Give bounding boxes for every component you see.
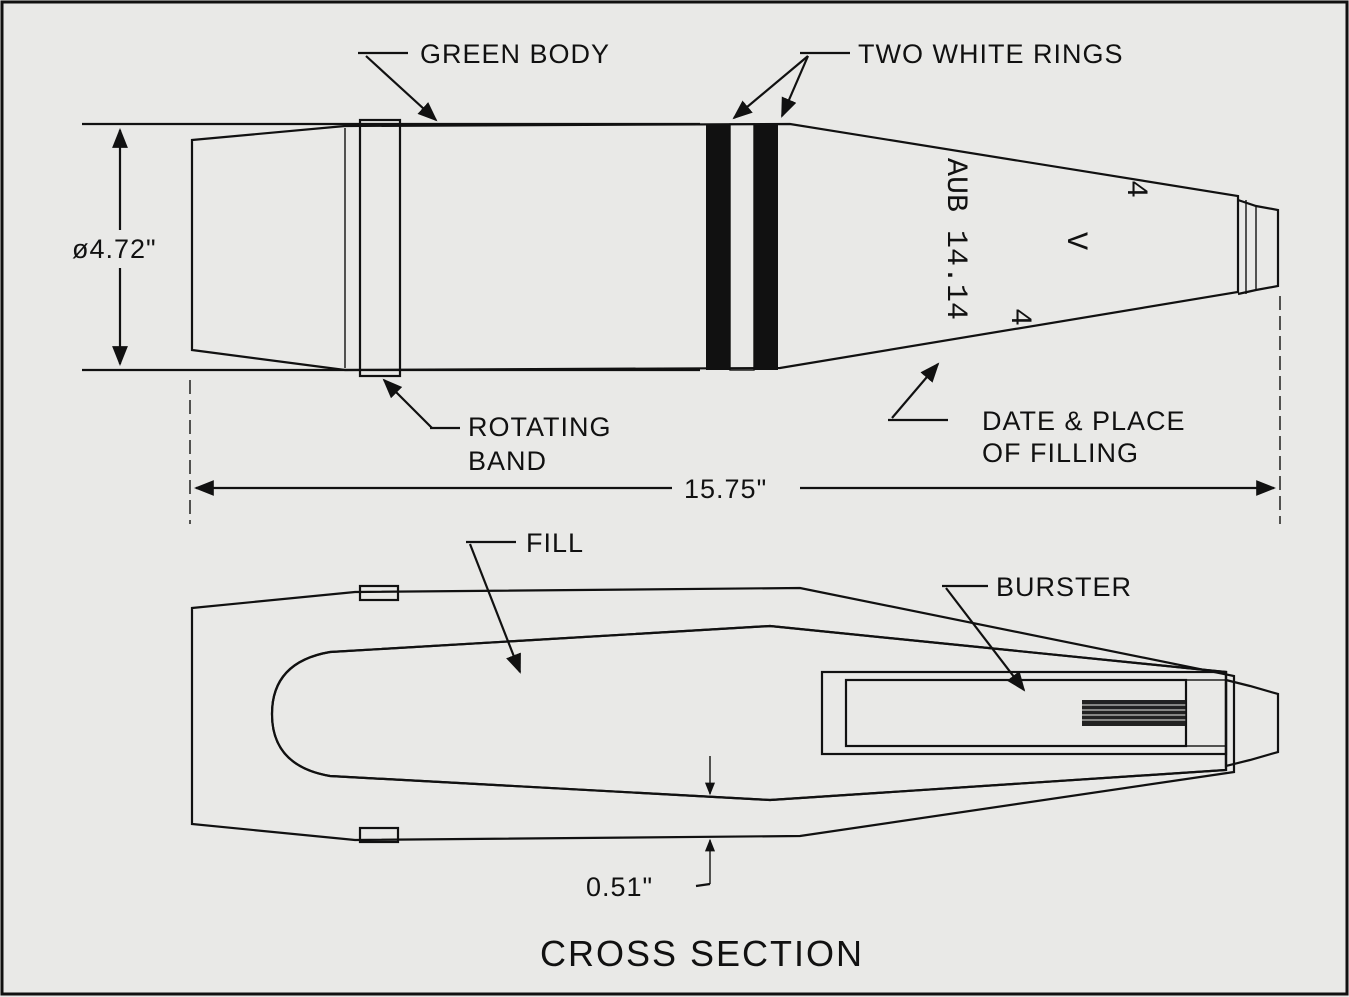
fuze-tip — [1237, 198, 1280, 296]
marking-middle: V — [1058, 232, 1092, 250]
marking-bottom: 4 — [1002, 308, 1036, 326]
fill-code-marking: AUB 14.14 — [938, 158, 972, 320]
casing-wall — [190, 586, 1236, 842]
diameter-label: ø4.72" — [72, 234, 157, 264]
rotating-band-label-line2: BAND — [468, 446, 547, 476]
length-label: 15.75" — [684, 474, 767, 504]
burster-core — [1082, 700, 1186, 726]
white-ring — [729, 123, 755, 371]
rotating-band-top — [358, 584, 400, 602]
ring-stripe-right — [754, 124, 778, 370]
two-white-rings-label: TWO WHITE RINGS — [858, 39, 1123, 69]
ring-stripe-left — [706, 124, 730, 370]
projectile-body-outline — [190, 122, 1240, 372]
date-place-label-line2: OF FILLING — [982, 438, 1139, 468]
wall-thickness-label: 0.51" — [586, 872, 653, 902]
cross-section-title: CROSS SECTION — [540, 933, 864, 974]
green-body-label: GREEN BODY — [420, 39, 610, 69]
burster-label: BURSTER — [996, 572, 1132, 602]
marking-top: 4 — [1118, 180, 1152, 198]
rotating-band-bottom — [358, 826, 400, 844]
cross-section-view: FILL BURSTER 0.51" CROSS SECTION — [190, 528, 1280, 974]
date-place-label-line1: DATE & PLACE — [982, 406, 1186, 436]
side-view: ø4.72" AUB 14.14 4 V 4 GREEN BODY TWO WH… — [70, 39, 1281, 524]
fill-label: FILL — [526, 528, 584, 558]
rotating-band — [358, 118, 402, 378]
rotating-band-label-line1: ROTATING — [468, 412, 612, 442]
